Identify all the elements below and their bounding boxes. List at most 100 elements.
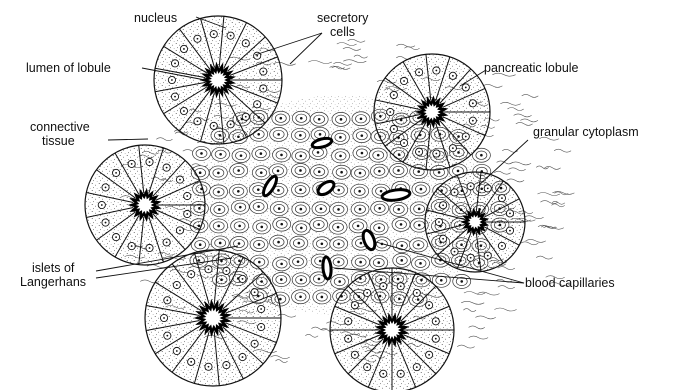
- islet-cell: [250, 200, 268, 214]
- islet-cell: [369, 148, 387, 162]
- islet-cell: [412, 182, 430, 196]
- fiber: [511, 162, 532, 165]
- label-connective-line1: connective: [30, 120, 90, 134]
- islet-cell: [292, 290, 310, 304]
- islet-cell: [313, 237, 331, 251]
- islet-cell: [310, 165, 328, 179]
- islet-cell: [250, 237, 268, 251]
- fiber: [545, 166, 561, 169]
- fiber: [156, 138, 172, 141]
- islet-cell: [270, 235, 288, 249]
- islet-cell: [330, 237, 348, 251]
- islet-cell: [292, 183, 310, 197]
- pancreatic-lobule: [154, 16, 282, 144]
- islet-cell: [351, 202, 369, 216]
- fiber: [475, 316, 495, 319]
- islet-cell: [351, 184, 369, 198]
- fiber: [536, 166, 548, 169]
- label-islets-line2: Langerhans: [20, 275, 86, 289]
- islet-cell: [312, 202, 330, 216]
- islet-cell: [292, 202, 310, 216]
- islet-cell: [253, 220, 271, 234]
- islet-cell: [332, 149, 350, 163]
- islet-cell: [270, 202, 288, 216]
- label-blood-capillaries: blood capillaries: [525, 276, 615, 290]
- fiber: [494, 171, 510, 174]
- fiber: [333, 62, 351, 65]
- label-granular-cytoplasm: granular cytoplasm: [533, 125, 639, 139]
- islet-cell: [292, 221, 310, 235]
- islet-cell: [389, 163, 407, 177]
- islet-cell: [231, 219, 249, 233]
- leader-secretory-2: [290, 33, 322, 64]
- islet-cell: [351, 166, 369, 180]
- islet-cell: [392, 217, 410, 231]
- fiber: [308, 61, 332, 64]
- label-secretory-line2: cells: [330, 25, 355, 39]
- islet-cell: [331, 130, 349, 144]
- islet-cell: [230, 164, 248, 178]
- fiber: [337, 43, 357, 46]
- fiber: [514, 114, 532, 117]
- fiber: [552, 191, 574, 194]
- islet-cell: [313, 290, 331, 304]
- islet-cell: [212, 147, 230, 161]
- islet-cell: [333, 165, 351, 179]
- fiber: [494, 308, 516, 311]
- label-secretory-line1: secretory: [317, 11, 369, 25]
- label-islets-line1: islets of: [32, 261, 75, 275]
- fiber: [500, 102, 520, 105]
- fiber: [275, 360, 287, 363]
- islet-cell: [332, 112, 350, 126]
- label-lumen: lumen of lobule: [26, 61, 111, 75]
- fiber: [538, 193, 560, 196]
- islet-cell: [453, 274, 471, 288]
- fiber: [469, 326, 485, 329]
- islet-cell: [292, 273, 310, 287]
- fiber: [509, 168, 526, 171]
- islet-cell: [252, 147, 270, 161]
- fiber: [536, 256, 552, 259]
- islet-cell: [230, 236, 248, 250]
- islet-cell: [272, 111, 290, 125]
- islet-cell: [252, 166, 270, 180]
- islet-cell: [390, 202, 408, 216]
- fiber: [507, 179, 524, 182]
- islet-cell: [412, 256, 430, 270]
- fiber: [508, 108, 524, 111]
- fiber: [483, 84, 503, 87]
- islet-cell: [210, 185, 228, 199]
- islet-cell: [371, 201, 389, 215]
- fiber: [354, 55, 368, 58]
- fiber: [543, 226, 563, 229]
- islet-cell: [310, 112, 328, 126]
- fiber: [498, 286, 515, 289]
- islet-cell: [331, 275, 349, 289]
- islet-cell: [210, 219, 228, 233]
- islet-cell: [232, 149, 250, 163]
- islet-cell: [409, 238, 427, 252]
- islet-cell: [270, 127, 288, 141]
- fiber: [271, 356, 290, 359]
- fiber: [469, 336, 488, 339]
- islet-cell: [352, 112, 370, 126]
- leader-connective: [108, 139, 148, 140]
- fiber: [520, 119, 538, 122]
- fiber: [348, 39, 365, 42]
- pancreatic-lobule: [374, 54, 490, 170]
- fiber: [396, 44, 415, 47]
- fiber: [463, 309, 476, 312]
- islet-cell: [291, 163, 309, 177]
- label-nucleus: nucleus: [134, 11, 177, 25]
- islet-cell: [272, 273, 290, 287]
- islet-cell: [192, 146, 210, 160]
- islet-cell: [353, 129, 371, 143]
- pancreatic-lobule: [330, 268, 454, 390]
- pancreatic-lobule: [425, 172, 525, 272]
- fiber: [457, 345, 474, 348]
- fiber: [305, 334, 318, 337]
- fiber: [343, 47, 361, 50]
- islet-cell: [210, 202, 228, 216]
